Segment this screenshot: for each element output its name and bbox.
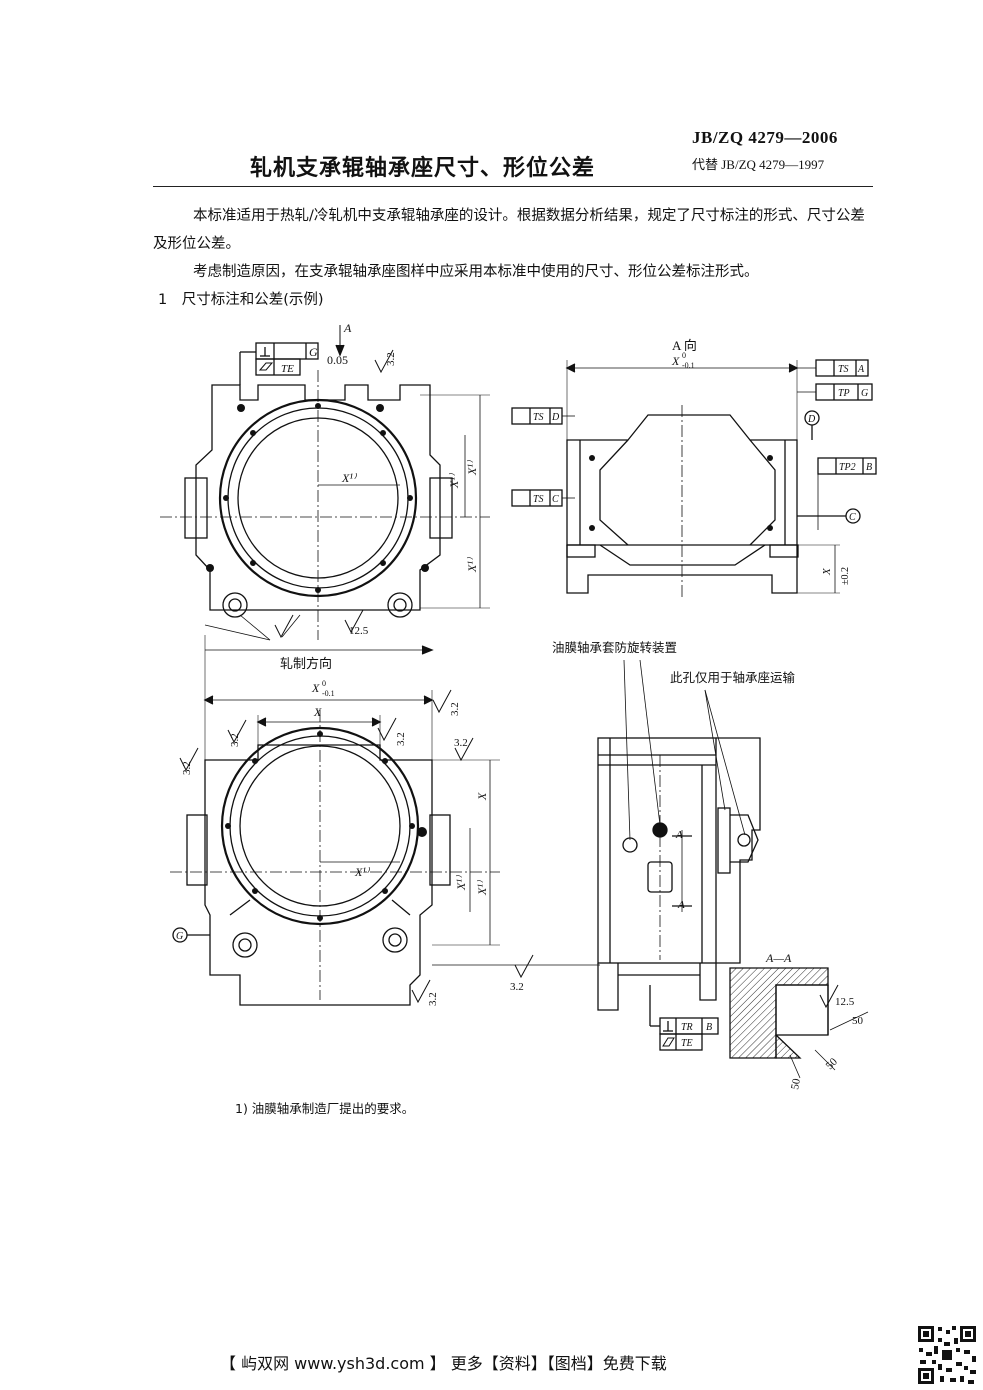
section-roughness-50b: 50 xyxy=(789,1077,803,1090)
tol-tp2-b: TP2 xyxy=(839,462,856,473)
tol-ts-d-datum: D xyxy=(551,412,560,423)
intro-paragraph: 本标准适用于热轧/冷轧机中支承辊轴承座的设计。根据数据分析结果，规定了尺寸标注的… xyxy=(153,208,865,252)
a-view xyxy=(511,359,877,600)
roughness-top-right: 3.2 xyxy=(395,732,407,746)
dim-x-bottom-upper: 0 xyxy=(322,679,326,688)
datum-d-marker: D xyxy=(807,414,816,425)
roughness-left: 3.2 xyxy=(181,761,193,775)
roughness-side: 3.2 xyxy=(449,702,461,716)
perp-datum-g: G xyxy=(309,345,318,359)
tol-ts-a-datum: A xyxy=(857,364,865,375)
section-arrow-a-bottom: A xyxy=(677,899,685,911)
perp-tol-value: 0.05 xyxy=(327,353,348,367)
title-rule xyxy=(153,186,873,187)
tol-tr-b-datum: B xyxy=(706,1022,712,1033)
dim-x1-top-v1: X¹⁾ xyxy=(447,473,461,489)
replaces-standard: 代替 JB/ZQ 4279—1997 xyxy=(692,157,825,172)
section-label: A—A xyxy=(765,951,792,965)
page-title: 轧机支承辊轴承座尺寸、形位公差 xyxy=(250,156,596,181)
section-roughness-50a: 50 xyxy=(852,1015,864,1027)
side-view xyxy=(597,659,761,1051)
dim-x1-bottom-v1: X¹⁾ xyxy=(454,875,468,891)
roughness-foot: 3.2 xyxy=(510,981,524,993)
standard-number: JB/ZQ 4279—2006 xyxy=(692,128,838,147)
dim-plusminus: ±0.2 xyxy=(840,567,851,585)
front-view-bottom xyxy=(170,635,600,1006)
dim-x1-top-v2: X¹⁾ xyxy=(465,460,479,476)
tol-tr-b: TR xyxy=(681,1022,693,1033)
dim-x-bottom-tol: X xyxy=(311,681,320,695)
dim-x1-bottom-v2: X¹⁾ xyxy=(475,880,489,896)
tol-ts-a: TS xyxy=(838,364,849,375)
dim-x-side: X xyxy=(821,567,833,576)
roughness-top-left: 3.2 xyxy=(229,733,241,747)
dim-x-bottom-v3: X xyxy=(475,792,489,801)
tol-tp-g: TP xyxy=(838,388,850,399)
tol-ts-c: TS xyxy=(533,494,544,505)
flatness-te: TE xyxy=(281,363,294,375)
section-heading: 1 尺寸标注和公差(示例) xyxy=(158,292,324,308)
section-arrow-a-top: A xyxy=(675,829,683,841)
qr-code-icon xyxy=(916,1324,978,1386)
manufacturing-paragraph: 考虑制造原因，在支承辊轴承座图样中应采用本标准中使用的尺寸、形位公差标注形式。 xyxy=(193,264,759,280)
transport-hole-label: 此孔仅用于轴承座运输 xyxy=(670,670,796,685)
dim-x-upper-dev: 0 xyxy=(682,351,686,360)
roughness-top-1: 3.2 xyxy=(385,352,397,366)
dim-x-bottom-lower: -0.1 xyxy=(322,689,335,698)
datum-g-marker: G xyxy=(176,931,183,942)
tol-ts-c-datum: C xyxy=(552,494,559,505)
tol-tp2-b-datum: B xyxy=(866,462,872,473)
footnote: 1) 油膜轴承制造厂提出的要求。 xyxy=(235,1101,415,1116)
tol-tp-g-datum: G xyxy=(861,388,868,399)
dim-x1-top-v3: X¹⁾ xyxy=(465,557,479,573)
flatness-te-bottom: TE xyxy=(681,1038,693,1049)
section-roughness-50c: 50 xyxy=(824,1056,841,1073)
front-view-top xyxy=(160,325,490,655)
dim-x1-top-horizontal: X¹⁾ xyxy=(341,471,357,485)
section-roughness-125: 12.5 xyxy=(835,996,855,1008)
rolling-direction-label: 轧制方向 xyxy=(280,656,332,671)
dim-x-tol-top: X xyxy=(671,354,680,368)
roughness-bottom-125: 12.5 xyxy=(349,625,369,637)
section-a-a xyxy=(729,967,869,1079)
dim-x-bore: X xyxy=(313,705,322,719)
anti-rotation-label: 油膜轴承套防旋转装置 xyxy=(552,640,677,655)
datum-c-marker: C xyxy=(849,512,856,523)
tol-ts-d: TS xyxy=(533,412,544,423)
view-a-title: A 向 xyxy=(672,338,697,353)
roughness-base: 3.2 xyxy=(427,992,439,1006)
dim-x1-bottom-horizontal: X¹⁾ xyxy=(354,865,370,879)
download-banner[interactable]: 【 屿双网 www.ysh3d.com 】 更多【资料】【图档】免费下载 xyxy=(220,1354,667,1373)
dim-x-lower-dev: -0.1 xyxy=(682,361,695,370)
view-arrow-a: A xyxy=(343,321,352,335)
roughness-right-edge: 3.2 xyxy=(454,737,468,749)
